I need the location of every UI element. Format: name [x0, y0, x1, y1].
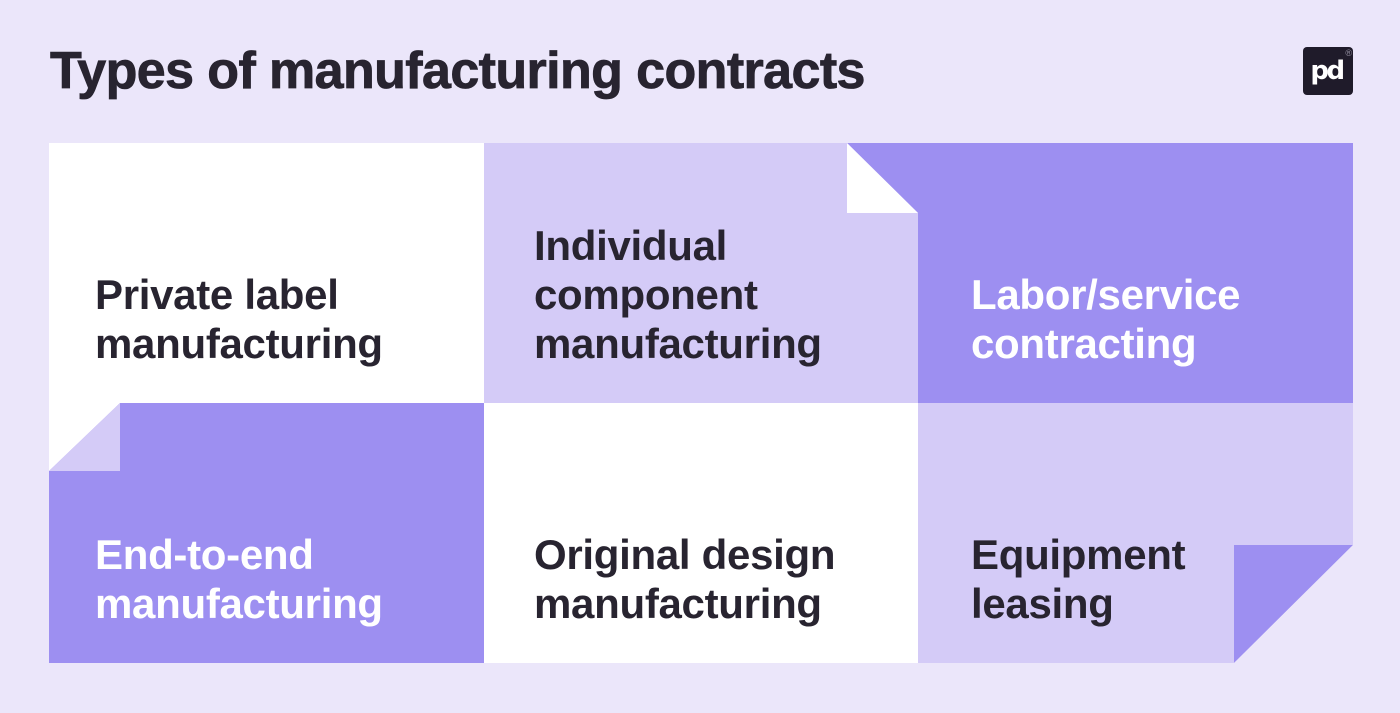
cell-original-design: Original design manufacturing: [484, 403, 918, 663]
label-line: manufacturing: [534, 580, 822, 627]
cell-private-label: Private label manufacturing: [49, 143, 484, 403]
label-line: manufacturing: [95, 320, 383, 367]
cell-label: Individual component manufacturing: [534, 221, 822, 368]
label-line: Original design: [534, 531, 836, 578]
label-line: Private label: [95, 271, 339, 318]
cell-labor-service: Labor/service contracting: [918, 143, 1353, 403]
page-title: Types of manufacturing contracts: [50, 42, 866, 100]
label-line: manufacturing: [534, 320, 822, 367]
label-line: contracting: [971, 320, 1197, 367]
cell-label: Original design manufacturing: [534, 530, 836, 628]
contract-types-grid: Private label manufacturing Individual c…: [49, 143, 1353, 663]
label-line: Labor/service: [971, 271, 1241, 318]
label-line: Equipment: [971, 531, 1186, 578]
cell-label: End-to-end manufacturing: [95, 530, 383, 628]
cell-label: Equipment leasing: [971, 530, 1186, 628]
label-line: component: [534, 271, 758, 318]
cell-label: Private label manufacturing: [95, 270, 383, 368]
label-line: leasing: [971, 580, 1114, 627]
pandadoc-logo-mark: pd: [1310, 56, 1345, 86]
label-line: Individual: [534, 222, 728, 269]
label-line: manufacturing: [95, 580, 383, 627]
label-line: End-to-end: [95, 531, 314, 578]
registered-trademark-icon: ®: [1345, 48, 1352, 58]
cell-end-to-end: End-to-end manufacturing: [49, 403, 484, 663]
cell-individual-component: Individual component manufacturing: [484, 143, 918, 403]
pandadoc-logo: pd ®: [1303, 47, 1353, 95]
cell-label: Labor/service contracting: [971, 270, 1241, 368]
